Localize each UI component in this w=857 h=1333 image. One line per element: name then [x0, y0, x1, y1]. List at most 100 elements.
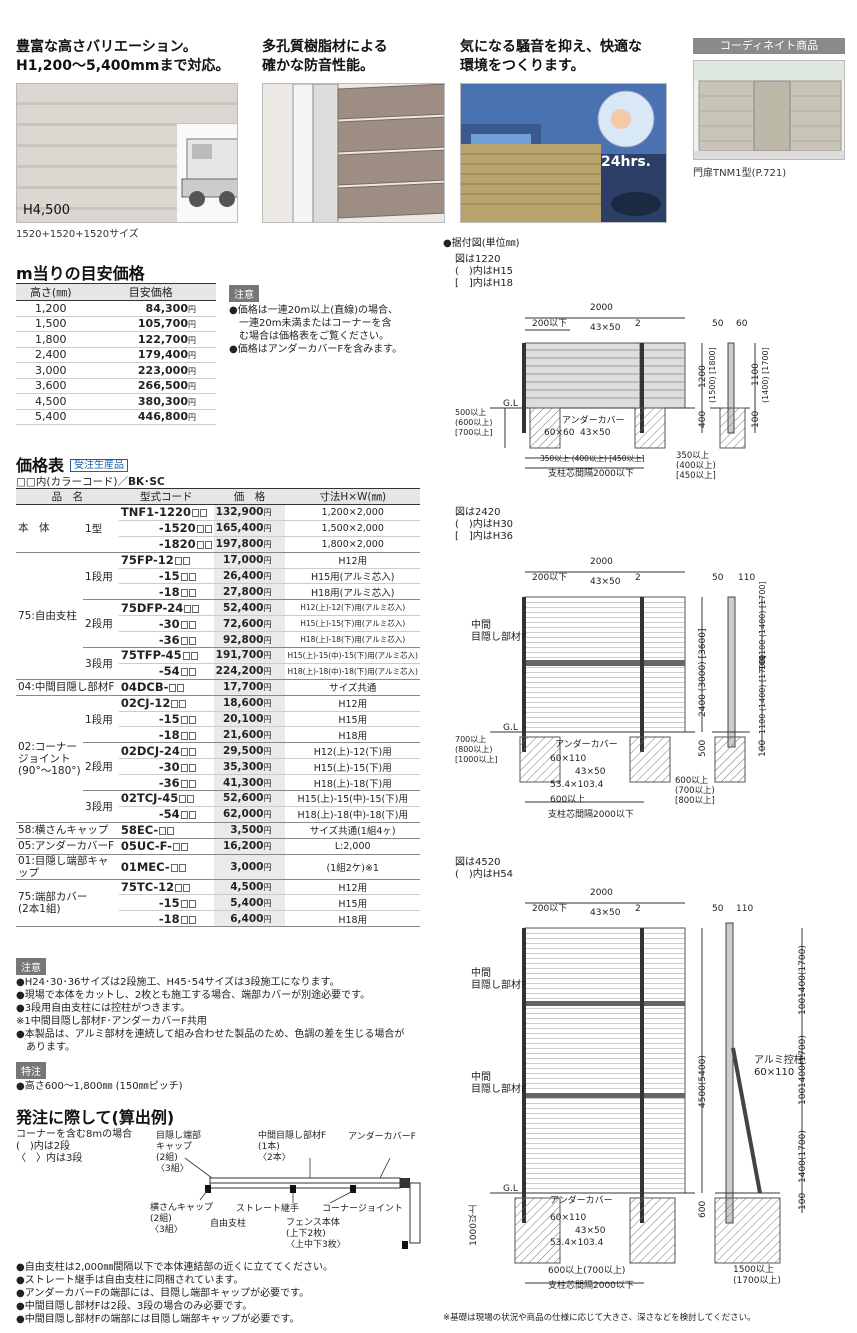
d3-hmain: 4500(5400) [698, 1055, 708, 1108]
note-item: ●3段用自由支柱には控柱がつきます。 [16, 1003, 191, 1014]
d3-side2: 110 [736, 904, 753, 914]
model-code: 04DCB- [118, 679, 214, 696]
model-code: 75DFP-24 [118, 599, 214, 617]
sub-group: 2段用 [83, 599, 119, 649]
size-spec: H15(上)-15(下)用(アルミ芯入) [285, 615, 420, 633]
price: 21,600円 [213, 726, 286, 744]
d2-hunder2: 100 [758, 740, 768, 757]
d1-pitch: 200以下 [532, 319, 567, 329]
product-group: 04:中間目隠し部材F [16, 679, 119, 696]
size-spec: H12用 [285, 879, 420, 896]
height-cell: 1,200 [16, 300, 86, 317]
gate-illustration [694, 61, 844, 159]
price: 26,400円 [213, 568, 286, 585]
col-size: 寸法H×W(㎜) [285, 488, 420, 505]
model-code: -30 [118, 615, 214, 633]
product-group: 01:目隠し端部キャップ [16, 854, 119, 880]
d2-under: アンダーカバー [555, 738, 618, 750]
label-end-cap: 目隠し端部 キャップ (2組) 〈3組〉 [156, 1131, 202, 1174]
sub-group: 3段用 [83, 790, 119, 823]
price: 52,600円 [213, 790, 286, 807]
d3-reinf: 53.4×103.4 [550, 1238, 604, 1248]
price: 17,000円 [213, 552, 286, 569]
truck-illustration [177, 124, 237, 222]
d2-side: 50 [712, 573, 724, 583]
d1-bottom-side: 350以上 (400以上) [450以上] [676, 451, 716, 481]
d3-mid-label2: 中間 目隠し部材F [471, 1072, 527, 1095]
size-spec: H15(上)-15(中)-15(下)用(アルミ芯入) [285, 647, 420, 664]
d3-hgap1: 100 [798, 998, 808, 1015]
price: 92,800円 [213, 631, 286, 649]
d3-pitch: 200以下 [532, 904, 567, 914]
size-spec: H18(上)-18(下)用 [285, 774, 420, 792]
price: 18,600円 [213, 695, 286, 712]
special-notes: ●高さ600～1,800㎜ (150㎜ピッチ) [16, 1080, 183, 1093]
feature-1-photo: H4,500 [16, 83, 238, 223]
product-group: 75:端部カバー (2本1組) [16, 879, 119, 928]
price-cell: 446,800円 [85, 409, 216, 425]
note-item: ●H24･30･36サイズは2段施工、H45･54サイズは3段施工になります。 [16, 977, 340, 988]
price-table-title: 価格表受注生産品 [16, 452, 129, 476]
attention-tag: 注意 [229, 285, 259, 302]
d3-bottom2: 支柱芯間隔2000以下 [548, 1279, 634, 1291]
model-code: 75TC-12 [118, 879, 214, 896]
price: 224,200円 [213, 663, 286, 680]
model-code: 05UC-F- [118, 838, 214, 855]
label-yoko-cap: 横さんキャップ (2組) 〈3組〉 [150, 1203, 214, 1235]
price-cell: 179,400円 [85, 347, 216, 363]
d3-brace: アルミ控柱 60×110 [754, 1055, 804, 1078]
attention-notes: ●価格は一連20m以上(直線)の場合、 一連20m未満またはコーナーを含 む場合… [229, 304, 429, 356]
d3-bottom-side: 1500以上 (1700以上) [733, 1265, 781, 1286]
height-cell: 3,000 [16, 362, 86, 379]
d2-hmain: 2400 (3000) [3600] [698, 629, 708, 717]
note-item: ●価格は一連20m以上(直線)の場合、 一連20m未満またはコーナーを含 む場合… [229, 305, 398, 342]
d2-width: 2000 [590, 557, 613, 567]
price: 17,700円 [213, 679, 286, 696]
col-height: 高さ(㎜) [16, 283, 86, 301]
d1-gap: 2 [635, 319, 641, 329]
d1-bottom2: 支柱芯間隔2000以下 [548, 467, 634, 479]
size-spec: H15用 [285, 894, 420, 912]
label-fence-body: フェンス本体 (上下2枚) 〈上中下3枚〉 [286, 1218, 346, 1250]
diagram-1220: 2000 200以下 43×50 2 50 60 1200 (1500) [18… [490, 303, 770, 479]
d2-gap: 2 [635, 573, 641, 583]
d2-found: 60×110 [550, 754, 586, 764]
note-item: ●アンダーカバーFの端部には、目隠し端部キャップが必要です。 [16, 1288, 310, 1299]
d2-post2: 43×50 [575, 767, 606, 777]
d3-hunder2: 100 [798, 1193, 808, 1210]
model-code: 75TFP-45 [118, 647, 214, 664]
note-item: ●価格はアンダーカバーFを含みます。 [229, 344, 403, 355]
sub-group: 1段用 [83, 695, 119, 744]
d2-hside-mid: 100 [758, 655, 767, 670]
note-item: ●高さ600～1,800㎜ (150㎜ピッチ) [16, 1081, 183, 1092]
feature-3-photo: 24hrs. [460, 83, 667, 223]
price: 16,200円 [213, 838, 286, 855]
price: 132,900円 [213, 504, 286, 521]
d1-side2: 60 [736, 319, 748, 329]
price: 52,400円 [213, 599, 286, 617]
size-spec: サイズ共通 [285, 679, 420, 696]
price: 20,100円 [213, 711, 286, 728]
price: 62,000円 [213, 806, 286, 823]
d1-hside: 1100 [751, 363, 761, 386]
model-code: -15 [118, 894, 214, 912]
model-code: -54 [118, 806, 214, 823]
d1-hunder2: 100 [751, 411, 761, 428]
d3-found: 60×110 [550, 1213, 586, 1223]
d1-label: 図は1220 ( )内はH15 [ ]内はH18 [455, 254, 514, 289]
label-corner-joint: コーナージョイント [322, 1204, 403, 1214]
d1-gl: G.L [503, 399, 518, 409]
product-group: 05:アンダーカバーF [16, 838, 119, 855]
d3-hgap2: 100 [798, 1088, 808, 1105]
price-cell: 105,700円 [85, 316, 216, 332]
d2-side2: 110 [738, 573, 755, 583]
size-spec: H15用 [285, 711, 420, 728]
d2-mid-label: 中間 目隠し部材F [471, 620, 527, 643]
